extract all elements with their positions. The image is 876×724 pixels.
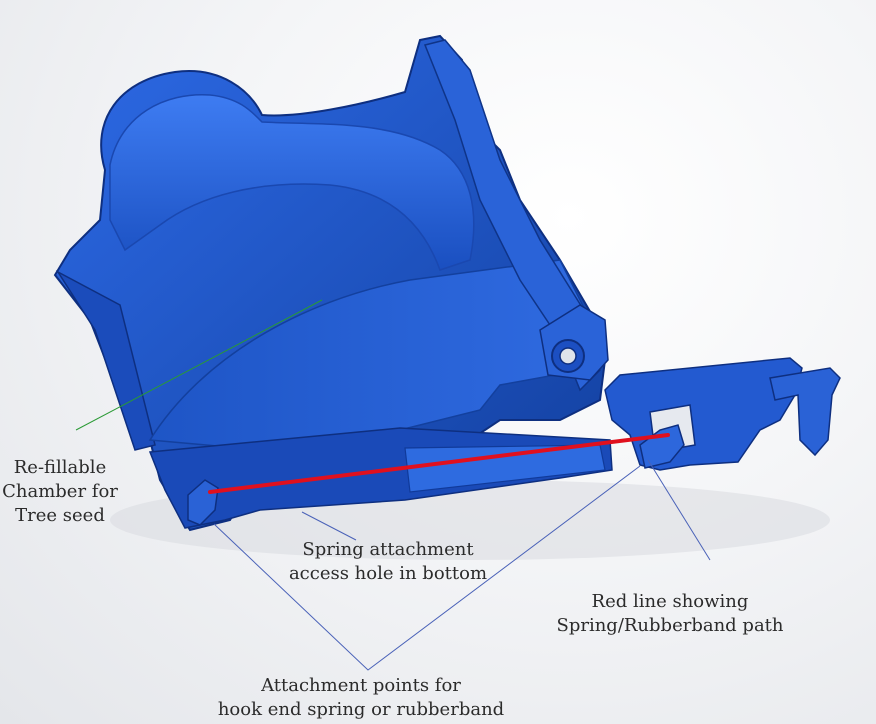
label-red-line-line2: Spring/Rubberband path: [556, 615, 784, 636]
label-access-hole-line1: Spring attachment: [302, 539, 474, 560]
leader-attachment: [213, 465, 641, 671]
label-red-line: Red line showing Spring/Rubberband path: [530, 590, 810, 638]
right-attachment-hook: [639, 424, 685, 469]
label-attachment: Attachment points for hook end spring or…: [196, 674, 526, 722]
mounting-ring: [539, 304, 609, 381]
label-attachment-line2: hook end spring or rubberband: [217, 699, 505, 720]
chamber-floor: [148, 259, 586, 449]
spring-path-line: [208, 433, 670, 494]
access-hole: [404, 444, 606, 493]
bracket-frame: [604, 357, 803, 471]
label-chamber-line2: Chamber for: [2, 481, 118, 502]
label-attachment-line1: Attachment points for: [261, 675, 461, 696]
hook-bracket: [604, 357, 841, 471]
leader-access-hole: [301, 511, 357, 541]
label-chamber: Re-fillable Chamber for Tree seed: [0, 456, 120, 528]
label-chamber-line3: Tree seed: [15, 505, 105, 526]
leader-chamber: [75, 299, 323, 431]
chamber-body: [53, 34, 613, 532]
bracket-arm-tip: [769, 367, 841, 457]
leader-red-line: [647, 459, 711, 561]
chamber-cut-face: [55, 269, 156, 451]
label-chamber-line1: Re-fillable: [13, 457, 107, 478]
label-access-hole: Spring attachment access hole in bottom: [268, 538, 508, 586]
chamber-back-wall: [109, 94, 475, 271]
label-access-hole-line2: access hole in bottom: [288, 563, 488, 584]
label-red-line-line1: Red line showing: [591, 591, 749, 612]
